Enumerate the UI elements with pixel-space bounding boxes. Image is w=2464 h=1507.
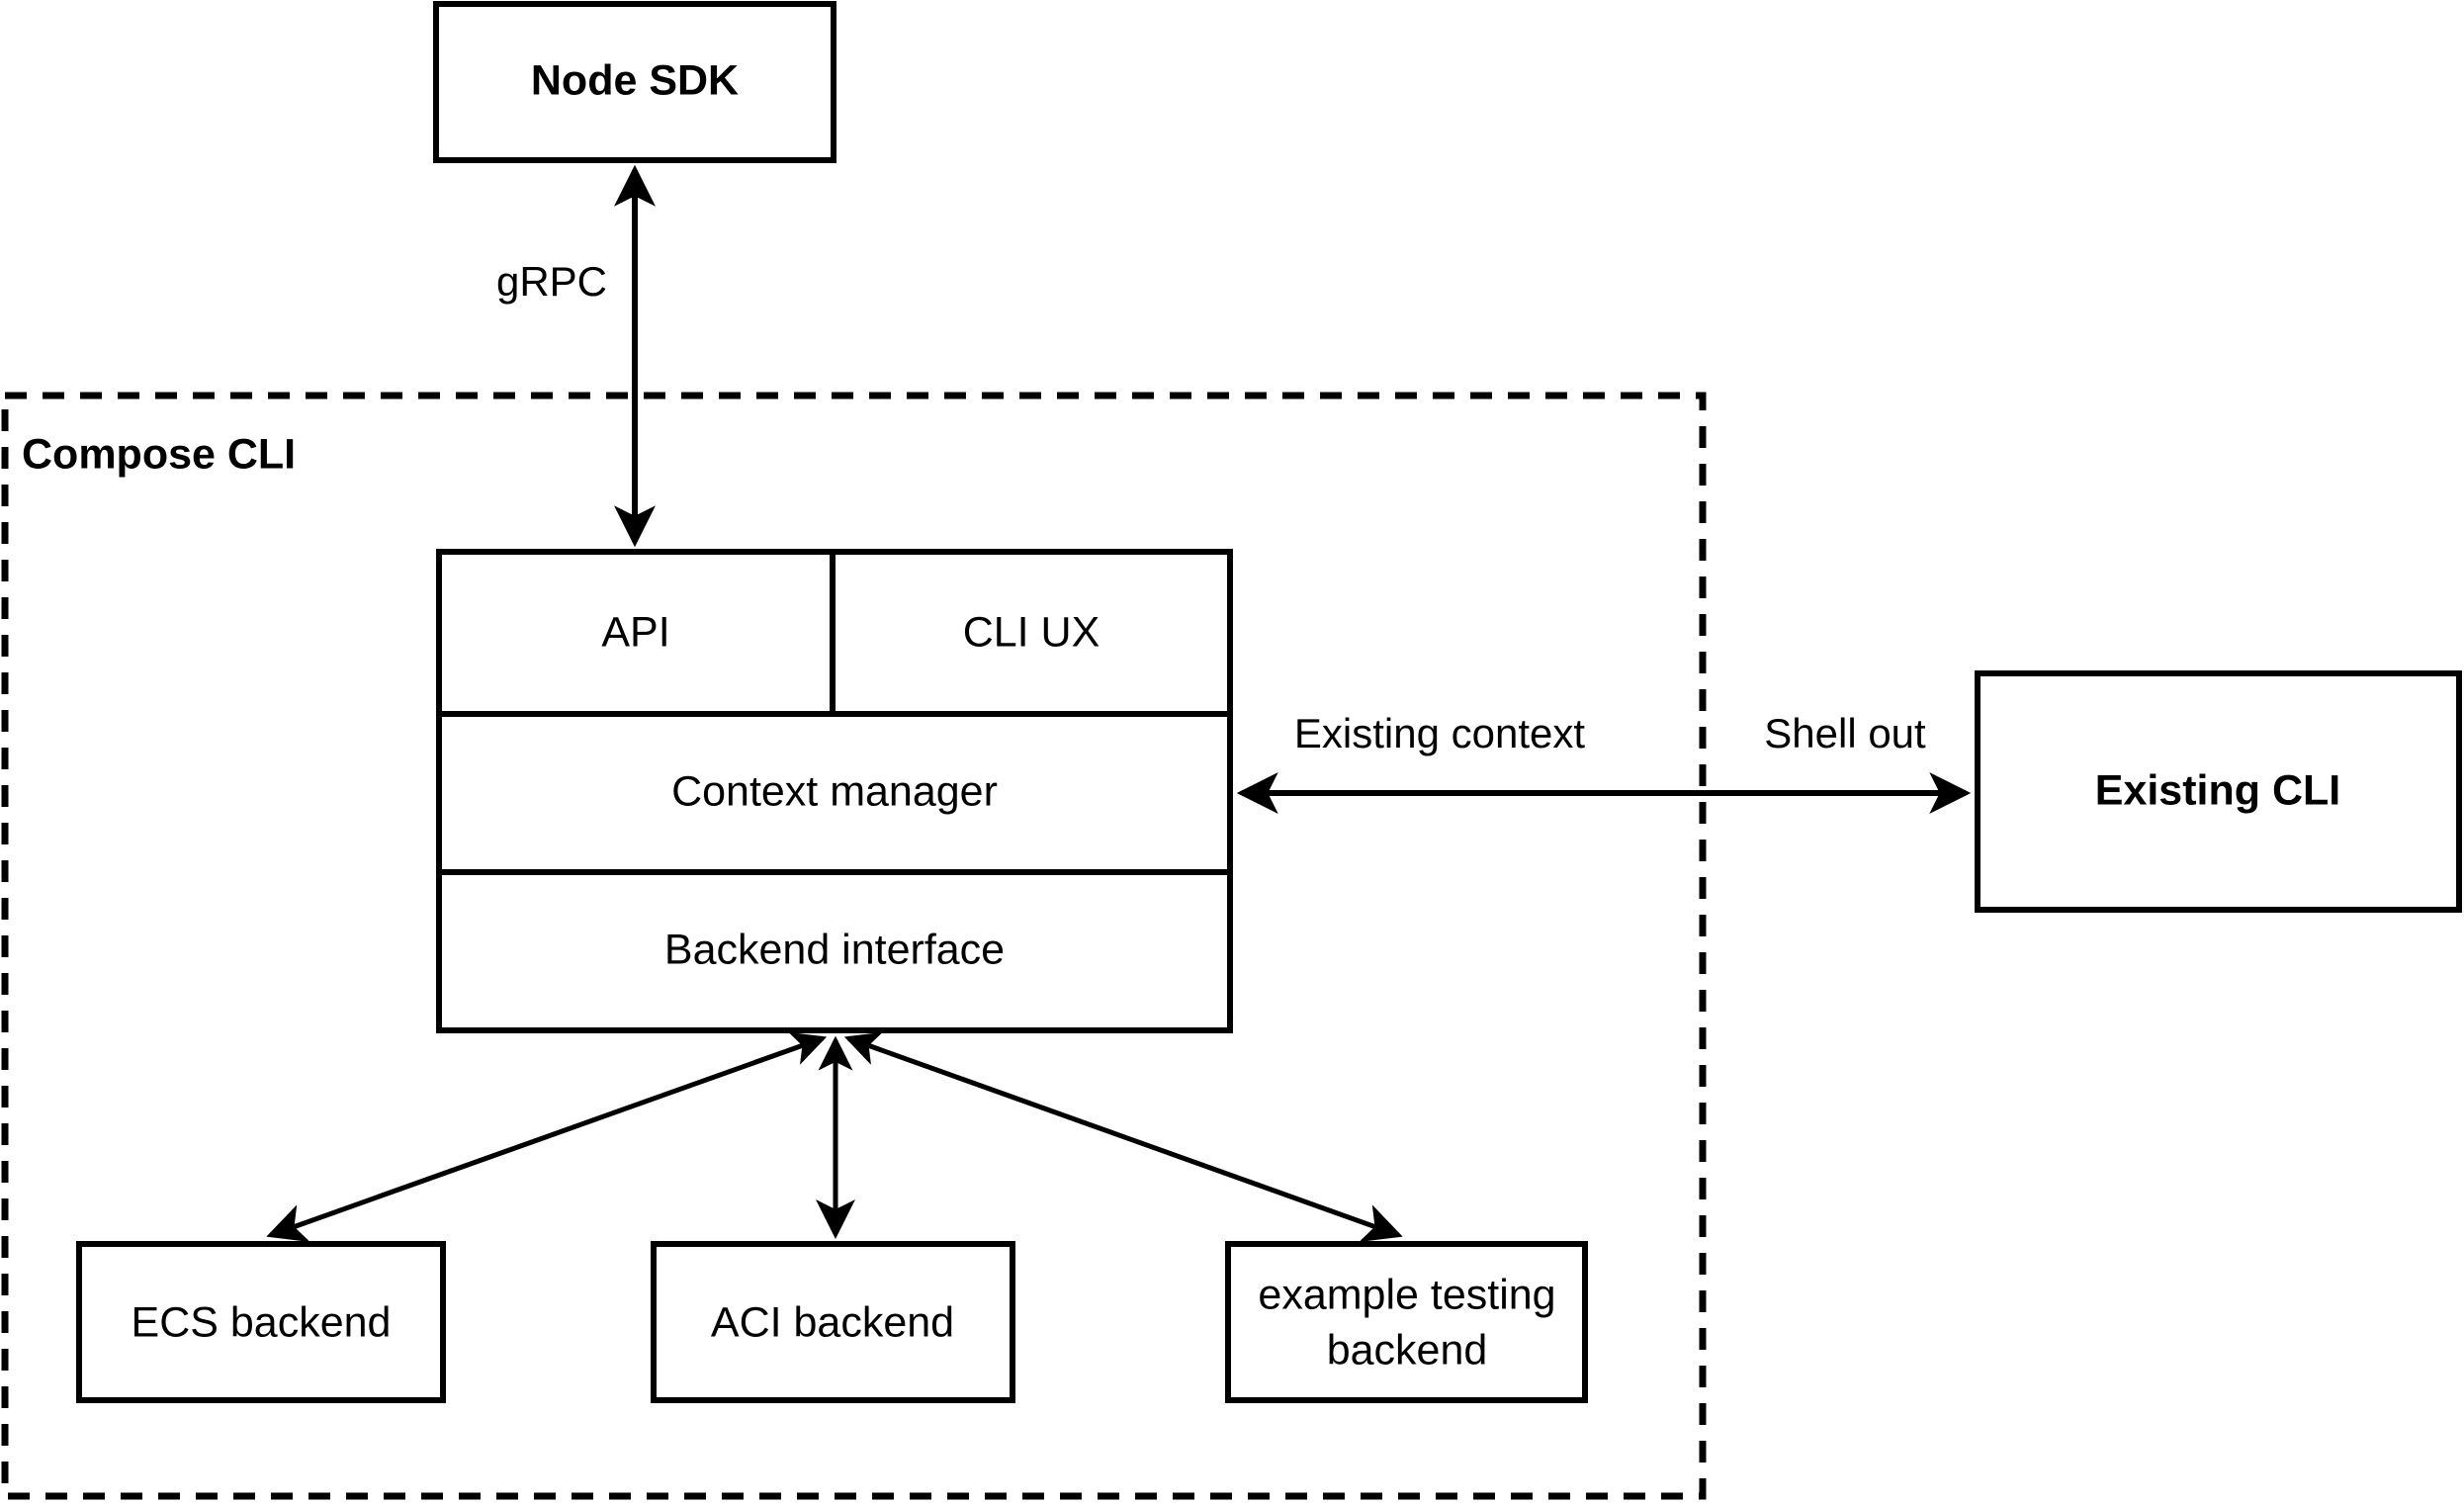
example-testing-backend-label-line1: example testing xyxy=(1258,1271,1555,1318)
example-testing-backend-connector xyxy=(843,1031,1403,1243)
existing-context-edge-label: Existing context xyxy=(1294,710,1585,756)
shell-out-edge-label: Shell out xyxy=(1764,710,1926,756)
node-sdk-label: Node SDK xyxy=(531,56,739,104)
backend-interface-label: Backend interface xyxy=(664,926,1005,973)
aci-backend-box[interactable] xyxy=(651,1241,1015,1403)
node-sdk-box[interactable] xyxy=(433,1,836,163)
api-label: API xyxy=(601,608,669,656)
ecs-backend-label: ECS backend xyxy=(132,1298,392,1346)
cli-ux-label: CLI UX xyxy=(963,608,1100,656)
compose-cli-stack: API CLI UX Context manager Backend inter… xyxy=(436,549,1233,1033)
compose-cli-container-label: Compose CLI xyxy=(22,430,296,478)
grpc-edge-label: gRPC xyxy=(496,258,607,305)
ecs-backend-connector xyxy=(266,1031,828,1243)
ecs-backend-box[interactable] xyxy=(76,1241,446,1403)
example-testing-backend-box[interactable] xyxy=(1225,1241,1588,1403)
existing-cli-label: Existing CLI xyxy=(2095,766,2340,814)
aci-backend-label: ACI backend xyxy=(711,1298,954,1346)
compose-cli-container xyxy=(1,392,1707,1500)
example-testing-backend-label-line2: backend xyxy=(1327,1326,1488,1374)
context-manager-label: Context manager xyxy=(671,767,998,815)
existing-cli-box[interactable] xyxy=(1975,670,2462,913)
